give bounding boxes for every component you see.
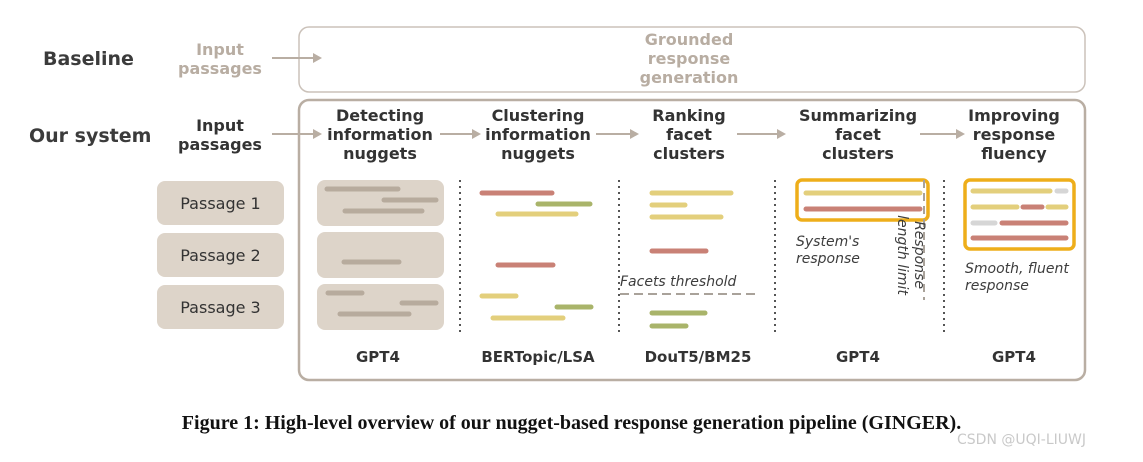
watermark: CSDN @UQI-LIUWJ <box>957 432 1086 448</box>
stage5-fluent <box>963 178 1076 251</box>
tool-label-1: GPT4 <box>356 348 400 366</box>
system-response-label: System's response <box>796 234 860 267</box>
baseline-row-label: Baseline <box>43 48 134 70</box>
stage-label-summarizing: Summarizing facet clusters <box>798 106 918 163</box>
stage-arrows <box>272 129 965 139</box>
stage-label-clustering: Clustering information nuggets <box>485 106 591 163</box>
passage-2: Passage 2 <box>157 233 284 277</box>
stage2-clusters <box>479 190 594 321</box>
stage1-nuggets <box>317 180 444 330</box>
passage-1: Passage 1 <box>157 181 284 225</box>
baseline-input-label: Input passages <box>178 40 262 78</box>
tool-label-5: GPT4 <box>992 348 1036 366</box>
baseline-box <box>298 26 1086 93</box>
figure-caption: Figure 1: High-level overview of our nug… <box>181 412 962 434</box>
baseline-box-label: Grounded response generation <box>639 30 739 87</box>
passage-3: Passage 3 <box>157 285 284 329</box>
stage-label-detecting: Detecting information nuggets <box>327 106 433 163</box>
fluent-response-label: Smooth, fluent response <box>965 261 1069 294</box>
stage-label-ranking: Ranking facet clusters <box>652 106 726 163</box>
tool-label-2: BERTopic/LSA <box>481 348 595 366</box>
tool-label-4: GPT4 <box>836 348 880 366</box>
stage3-ranked <box>649 190 734 329</box>
system-input-label: Input passages <box>178 116 262 154</box>
fluent-highlight <box>963 178 1076 251</box>
facets-threshold-label: Facets threshold <box>620 274 737 290</box>
stage4-summary <box>795 178 930 300</box>
nugget-box-2 <box>317 232 444 278</box>
stage-separators <box>459 180 945 335</box>
length-limit-label: Response length limit <box>894 215 927 295</box>
system-box <box>297 98 1087 382</box>
baseline-arrow <box>272 53 322 63</box>
system-row-label: Our system <box>29 125 152 147</box>
tool-label-3: DouT5/BM25 <box>644 348 752 366</box>
stage-label-improving: Improving response fluency <box>968 106 1060 163</box>
summary-highlight <box>795 178 930 222</box>
